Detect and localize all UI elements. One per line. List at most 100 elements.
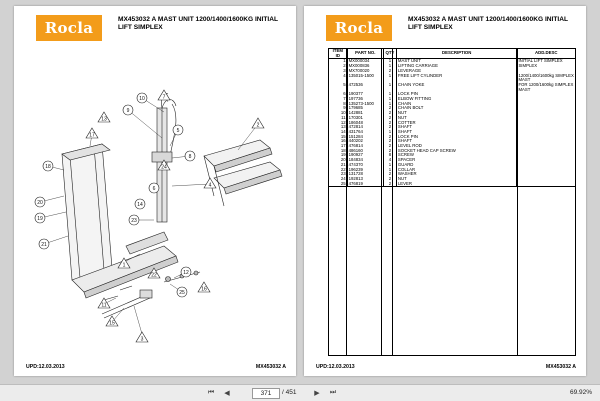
cell-part-no: 192813 (346, 176, 384, 182)
cell-add-desc (516, 167, 576, 173)
cell-description: NUT (395, 176, 518, 182)
parts-table: ITEM ID PART NO. QTY DESCRIPTION ADD.DES… (328, 47, 576, 188)
page-number-input[interactable]: 371 (252, 388, 280, 399)
last-page-icon[interactable]: ⏭ (329, 388, 337, 396)
callout-18 (42, 160, 54, 172)
cell-part-no: 135015-1500 (346, 73, 384, 83)
svg-text:16: 16 (201, 287, 207, 293)
cell-description: NUT (395, 115, 518, 121)
first-page-icon[interactable]: ⏮ (207, 388, 215, 396)
cell-add-desc (516, 139, 576, 145)
next-page-icon[interactable]: ▶ (314, 389, 320, 397)
svg-text:2: 2 (257, 123, 260, 129)
cell-add-desc (516, 68, 576, 74)
cell-part-no: 474370 (346, 162, 384, 168)
cell-description: SHAFT (395, 129, 518, 135)
callout-6 (148, 182, 160, 194)
cell-description: SHAFT (395, 125, 518, 130)
callout-22 (147, 267, 161, 279)
cell-part-no: 179685 (346, 106, 384, 112)
svg-text:21: 21 (41, 242, 47, 248)
callout-8 (184, 150, 196, 162)
callout-15 (105, 315, 119, 327)
svg-text:7: 7 (163, 95, 166, 101)
cell-part-no: 486160 (346, 148, 384, 154)
svg-text:13: 13 (101, 117, 107, 123)
svg-text:15: 15 (109, 321, 115, 327)
header-part-no: PART NO. (346, 47, 384, 60)
svg-text:22: 22 (151, 273, 157, 279)
cell-add-desc (516, 172, 576, 177)
svg-text:23: 23 (131, 218, 137, 224)
svg-text:19: 19 (37, 216, 43, 222)
cell-part-no: 431764 (346, 129, 384, 135)
cell-part-no: 190377 (346, 92, 384, 98)
cell-description: LEVER (395, 181, 518, 188)
callout-12 (180, 266, 192, 278)
cell-part-no: 476819 (346, 181, 384, 188)
document-viewer[interactable]: Rocla MX453032 A MAST UNIT 1200/1400/160… (0, 0, 600, 384)
cell-description: MAST UNIT (395, 58, 518, 65)
cell-part-no: MX700020 (346, 68, 384, 74)
cell-add-desc (516, 101, 576, 107)
page-parts-list: Rocla MX453032 A MAST UNIT 1200/1400/160… (304, 6, 586, 376)
cell-description: LEVERAGE (395, 68, 518, 74)
callout-19 (34, 212, 46, 224)
svg-text:6: 6 (153, 186, 156, 192)
update-date: UPD:12.03.2013 (316, 364, 355, 370)
cell-description: ELBOW FITTING (395, 96, 518, 102)
cell-add-desc (516, 106, 576, 112)
header-qty: QTY (382, 47, 397, 60)
cell-part-no: 472814 (346, 125, 384, 130)
exploded-diagram: 9 10 5 8 18 20 19 21 23 12 25 14 6 2 4 1… (34, 89, 283, 343)
zoom-level[interactable]: 69.92% (569, 389, 592, 396)
callout-24 (157, 159, 171, 171)
cell-description: GUARD (395, 162, 518, 168)
svg-text:11: 11 (101, 303, 106, 309)
cell-add-desc (516, 181, 576, 188)
page-diagram: Rocla MX453032 A MAST UNIT 1200/1400/160… (14, 6, 296, 376)
callout-16 (197, 281, 211, 293)
document-code: MX453032 A (545, 364, 576, 370)
cell-description: SOCKET HEAD CAP SCREW (395, 148, 518, 154)
cell-description: SHAFT (395, 139, 518, 145)
callout-13 (97, 111, 111, 123)
cell-description: LIFTING CARRIAGE (395, 63, 518, 69)
cell-add-desc (516, 97, 576, 102)
callout-2 (251, 117, 265, 129)
page-title: MX453032 A MAST UNIT 1200/1400/1600KG IN… (118, 16, 278, 31)
cell-add-desc (516, 129, 576, 135)
cell-description: CHAIN (395, 101, 518, 107)
svg-text:18: 18 (45, 164, 51, 170)
cell-add-desc (516, 144, 576, 149)
svg-text:3: 3 (141, 337, 144, 343)
cell-add-desc (516, 162, 576, 168)
cell-description: SCREW (395, 153, 518, 159)
prev-page-icon[interactable]: ◀ (224, 389, 230, 397)
svg-text:9: 9 (127, 108, 130, 114)
cell-part-no: 476814 (346, 143, 384, 149)
svg-text:17: 17 (89, 133, 95, 139)
cell-description: COLLAR (395, 167, 518, 173)
cell-part-no: 196239 (346, 167, 384, 173)
cell-description: COTTER (395, 120, 518, 126)
callout-17 (85, 127, 99, 139)
svg-text:4: 4 (209, 183, 212, 189)
svg-text:1: 1 (123, 263, 126, 269)
cell-add-desc: SIMPLEX (516, 63, 576, 69)
cell-part-no: 170301 (346, 115, 384, 121)
